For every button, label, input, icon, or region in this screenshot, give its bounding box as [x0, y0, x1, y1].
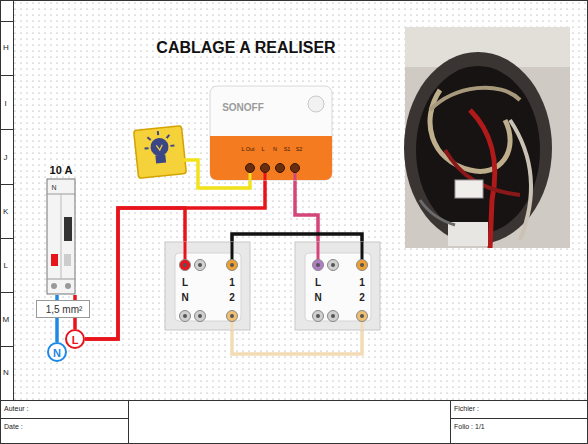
- switch-right-art: [295, 242, 380, 330]
- terminal-label: 1: [229, 278, 235, 288]
- terminal-label: N: [273, 147, 277, 153]
- dot-grid: [13, 0, 588, 400]
- wire: [232, 330, 362, 354]
- title-block-field: Date :: [4, 423, 23, 430]
- circuit-breaker-art: [44, 162, 78, 295]
- terminal-label: N: [314, 293, 321, 303]
- grid-row-letter: N: [3, 369, 9, 377]
- grid-row-letter: L: [4, 262, 8, 270]
- terminal-label: N: [51, 184, 56, 191]
- node-label: SONOFF: [222, 103, 264, 113]
- terminal-label: N: [181, 293, 188, 303]
- node-label: L: [72, 334, 79, 345]
- terminal-label: S2: [296, 147, 303, 153]
- node-label: L: [182, 278, 188, 288]
- title-block-field: Fichier :: [454, 405, 479, 412]
- grid-row-letter: H: [3, 44, 9, 52]
- grid-row-letter: K: [3, 208, 8, 216]
- node-label: 10 A: [50, 165, 73, 176]
- neutral-terminal: N: [47, 342, 67, 362]
- circuit-breaker: 10 A N: [44, 162, 78, 295]
- terminal-label: 2: [359, 293, 365, 303]
- node-label: 1,5 mm²: [46, 305, 83, 315]
- terminal-label: 1: [359, 278, 365, 288]
- wire: [232, 234, 362, 242]
- sheet-title: CABLAGE A REALISER: [156, 40, 335, 56]
- terminal-label: L Out: [241, 147, 254, 153]
- switch-right: L 1N 2: [295, 242, 380, 330]
- switch-left-art: [165, 242, 250, 330]
- phase-terminal: L: [65, 329, 85, 349]
- title-block-field: Auteur :: [4, 405, 29, 412]
- grid-row-letter: I: [5, 100, 7, 108]
- node-label: N: [53, 347, 61, 358]
- terminal-label: L: [261, 147, 264, 153]
- grid-row-letter: J: [4, 154, 8, 162]
- terminal-label: 2: [229, 293, 235, 303]
- cable-section-label: 1,5 mm²: [36, 300, 90, 318]
- terminal-label: S1: [284, 147, 291, 153]
- node-label: L: [315, 278, 321, 288]
- sonoff-module: SONOFF L Out L N S1 S2: [210, 86, 332, 180]
- grid-row-letter: M: [3, 316, 10, 324]
- junction-box-photo: [404, 27, 570, 248]
- title-block-field: Folio : 1/1: [454, 423, 485, 430]
- wire: [85, 180, 265, 339]
- sonoff-module-art: [210, 86, 332, 180]
- lamp-icon: [134, 126, 187, 179]
- switch-left: L 1N 2: [165, 242, 250, 330]
